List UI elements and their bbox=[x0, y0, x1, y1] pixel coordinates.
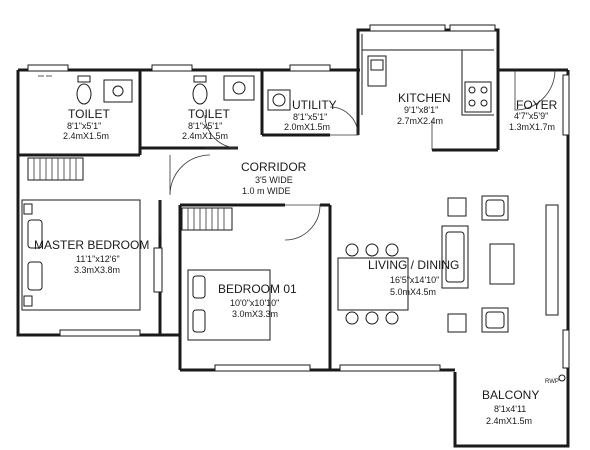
foyer-dim-imperial: 4'7"x5'9" bbox=[514, 111, 548, 121]
toilet-2-dim-imperial: 8'1"x5'1" bbox=[188, 121, 222, 131]
sink-icon bbox=[103, 79, 133, 103]
wardrobe-icon bbox=[181, 207, 233, 231]
living-dining-name: LIVING / DINING bbox=[368, 258, 459, 272]
bedroom-01-dim-metric: 3.0mX3.3m bbox=[232, 309, 278, 319]
rwp-pipe bbox=[558, 374, 566, 382]
living-dining-dim-metric: 5.0mX4.5m bbox=[390, 287, 436, 297]
corridor-name: CORRIDOR bbox=[241, 160, 307, 174]
bed-icon bbox=[187, 269, 271, 341]
balcony-dim-imperial: 8'1x4'11 bbox=[494, 404, 526, 414]
washing-machine-icon bbox=[267, 89, 291, 111]
master-bedroom-dim-imperial: 11'1"x12'6" bbox=[76, 254, 120, 264]
master-bedroom-dim-metric: 3.3mX3.8m bbox=[74, 265, 120, 275]
furniture bbox=[21, 34, 566, 382]
dining-table-icon bbox=[337, 243, 409, 325]
bedroom-01-dim-imperial: 10'0"x10'10" bbox=[230, 298, 279, 308]
bedroom-01-name: BEDROOM 01 bbox=[218, 282, 297, 296]
sink-icon bbox=[223, 75, 255, 101]
utility-dim-imperial: 8'1"x5'1" bbox=[293, 112, 327, 122]
coffee-table bbox=[489, 243, 515, 285]
tv-unit bbox=[545, 204, 559, 316]
master-bedroom-name: MASTER BEDROOM bbox=[34, 238, 149, 252]
toilet-2-name: TOILET bbox=[188, 107, 230, 121]
living-dining-dim-imperial: 16'5"x14'10" bbox=[390, 275, 439, 285]
corridor-dim-metric: 1.0 m WIDE bbox=[242, 186, 291, 196]
wardrobe-icon bbox=[27, 157, 84, 181]
armchair-icon bbox=[481, 307, 509, 333]
toilet-1-dim-metric: 2.4mX1.5m bbox=[63, 131, 109, 141]
utility-dim-metric: 2.0mX1.5m bbox=[284, 122, 330, 132]
toilet-2-dim-metric: 2.4mX1.5m bbox=[182, 131, 228, 141]
hob-icon bbox=[464, 81, 492, 113]
windows bbox=[27, 24, 570, 372]
balcony-name: BALCONY bbox=[482, 388, 539, 402]
kitchen-counter bbox=[361, 34, 494, 116]
wc-icon bbox=[192, 75, 208, 105]
kitchen-name: KITCHEN bbox=[398, 91, 451, 105]
doors bbox=[159, 69, 556, 241]
corridor-dim-imperial: 3'5 WIDE bbox=[255, 175, 293, 185]
side-table bbox=[447, 197, 467, 217]
kitchen-sink-icon bbox=[367, 55, 387, 87]
sofa-icon bbox=[441, 225, 469, 289]
kitchen-dim-metric: 2.7mX2.4m bbox=[397, 116, 443, 126]
utility-name: UTILITY bbox=[292, 98, 337, 112]
bed-icon bbox=[21, 199, 141, 311]
rwp-label: RWP bbox=[545, 379, 559, 385]
balcony-dim-metric: 2.4mX1.5m bbox=[486, 416, 532, 426]
side-table bbox=[153, 247, 163, 293]
wc-icon bbox=[76, 75, 92, 105]
kitchen-dim-imperial: 9'1"x8'1" bbox=[404, 105, 438, 115]
foyer-name: FOYER bbox=[516, 98, 558, 112]
toilet-1-name: TOILET bbox=[68, 107, 110, 121]
foyer-dim-metric: 1.3mX1.7m bbox=[509, 122, 555, 132]
room-labels: TOILET 8'1"x5'1" 2.4mX1.5m TOILET 8'1"x5… bbox=[34, 91, 559, 426]
armchair-icon bbox=[481, 195, 509, 221]
toilet-1-dim-imperial: 8'1"x5'1" bbox=[67, 121, 101, 131]
side-table bbox=[447, 313, 467, 333]
